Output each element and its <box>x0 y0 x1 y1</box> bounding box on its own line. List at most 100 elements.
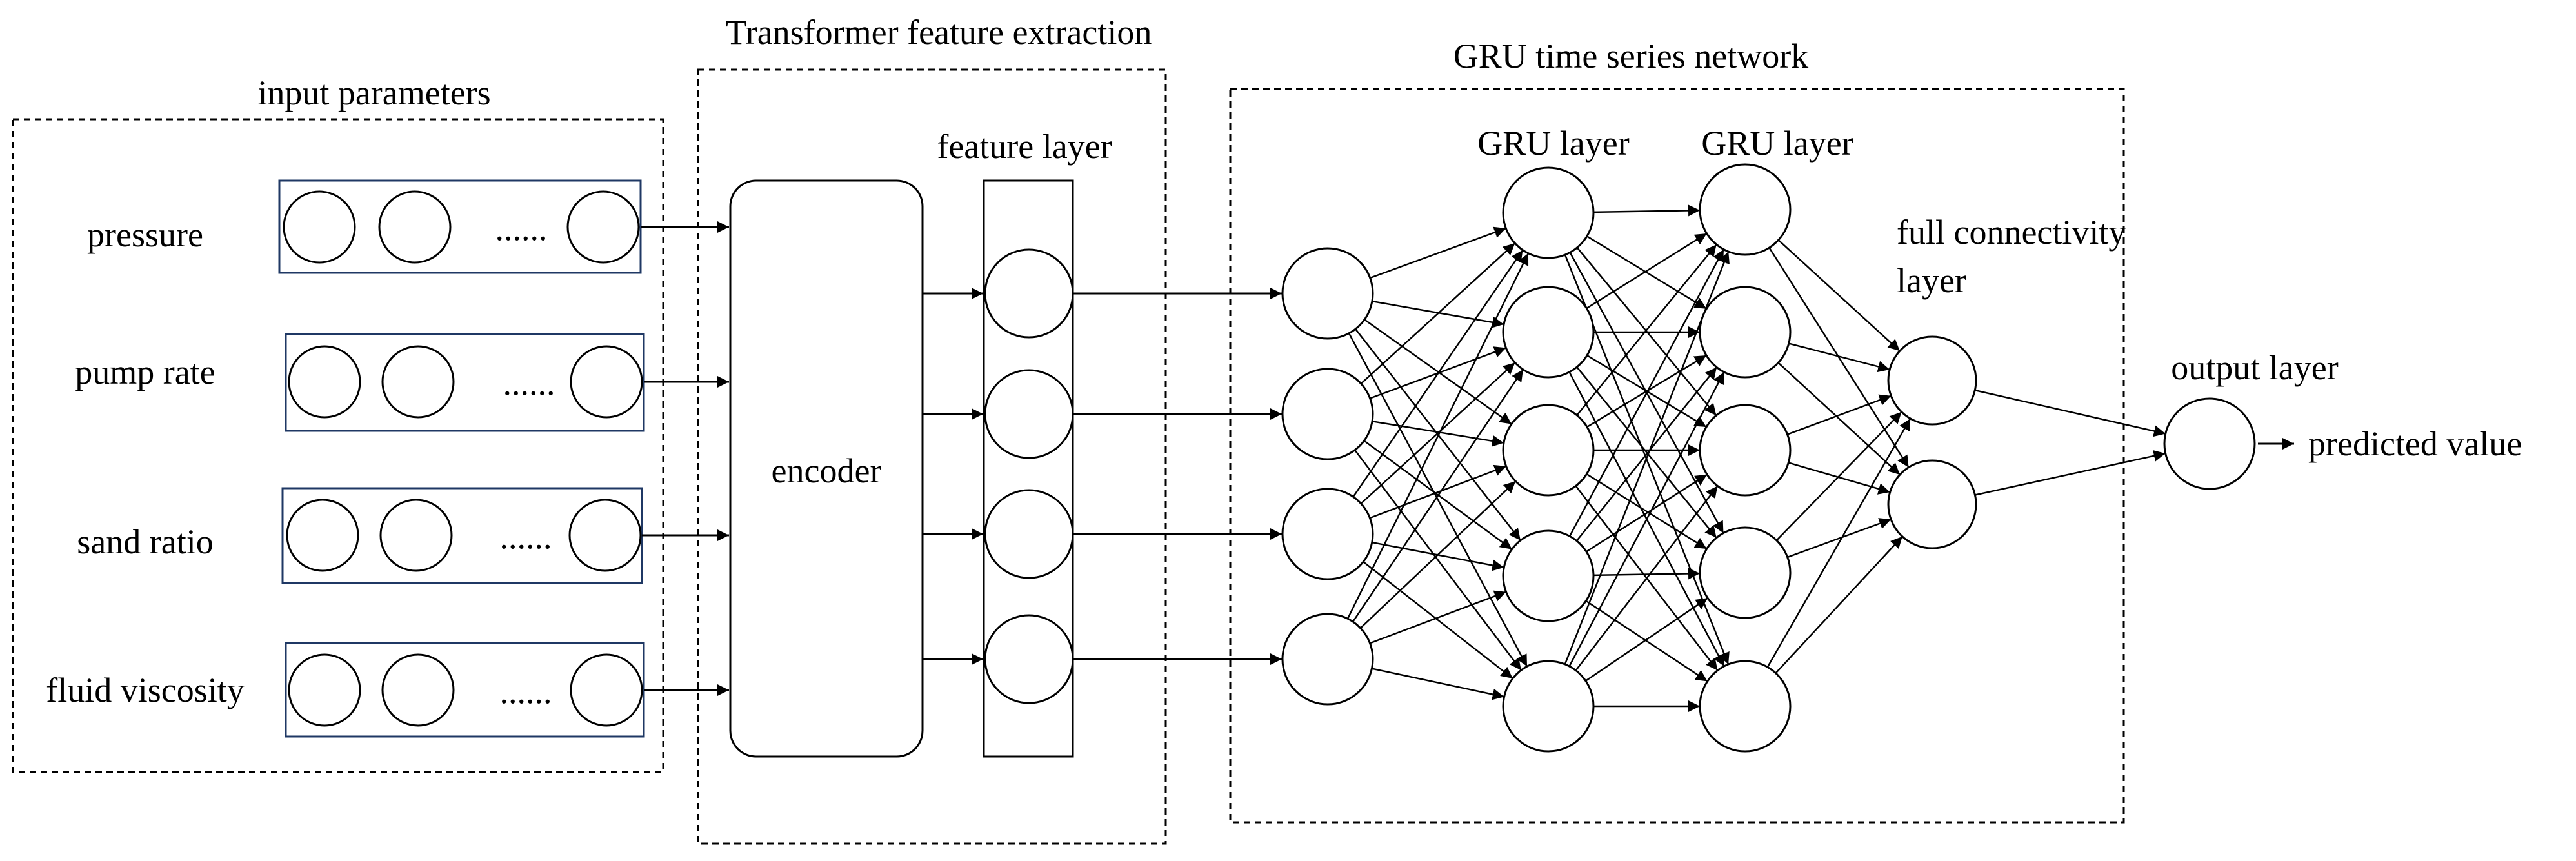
input-node <box>566 190 640 264</box>
input-row-sand-ratio: sand ratio ...... <box>77 487 643 584</box>
input-row-pressure: pressure ...... <box>87 179 642 274</box>
network-connection <box>1369 464 1507 519</box>
input-section-title: input parameters <box>257 74 490 112</box>
network-connection <box>1576 244 1717 416</box>
output-layer-label: output layer <box>2171 348 2338 387</box>
gru-input-node <box>1281 613 1374 706</box>
input-node <box>570 345 643 419</box>
network-connection <box>1788 462 1891 495</box>
network-connection <box>1593 204 1701 217</box>
input-label-pump-rate: pump rate <box>75 353 215 391</box>
network-connection <box>1975 450 2166 496</box>
gru-layer2-node <box>1699 286 1792 379</box>
input-node <box>381 345 455 419</box>
input-node <box>379 499 453 572</box>
input-node <box>283 190 356 264</box>
network-connection <box>1586 232 1708 310</box>
encoder-label: encoder <box>772 451 882 490</box>
output-node <box>2163 397 2256 490</box>
input-node <box>288 345 361 419</box>
network-connection <box>1354 450 1522 671</box>
input-row-pump-rate: pump rate ...... <box>75 333 645 432</box>
network-connection <box>1575 366 1718 542</box>
network-connection <box>1370 590 1506 644</box>
network-connection <box>1346 253 1530 619</box>
input-node <box>568 499 642 572</box>
encoder-block <box>729 179 924 758</box>
gru-section-frame <box>1229 88 2125 824</box>
network-connection <box>1360 362 1516 504</box>
network-connection <box>1788 342 1890 373</box>
network-connection <box>1372 668 1504 700</box>
fc-node <box>1887 459 1977 549</box>
fc-layer-label-line2: layer <box>1897 261 1966 300</box>
network-connection <box>1775 411 1902 541</box>
transformer-section-title: Transformer feature extraction <box>726 13 1152 52</box>
input-ellipsis: ...... <box>495 209 548 248</box>
network-connection <box>1575 485 1719 671</box>
gru-input-node <box>1281 247 1374 340</box>
network-connection <box>1787 518 1892 559</box>
network-connection <box>1359 480 1517 629</box>
gru-input-node <box>1281 488 1374 580</box>
input-ellipsis: ...... <box>503 364 555 402</box>
network-connection <box>1766 418 1912 668</box>
network-connection <box>1576 366 1717 539</box>
gru-section-title: GRU time series network <box>1453 37 1808 75</box>
network-connections <box>1346 204 2166 712</box>
input-section-frame <box>12 118 664 773</box>
input-label-sand-ratio: sand ratio <box>77 522 213 561</box>
network-connection <box>1348 333 1528 667</box>
input-node <box>286 499 359 572</box>
input-node <box>378 190 452 264</box>
network-connection <box>1370 226 1506 279</box>
network-connection <box>1352 249 1524 498</box>
fc-node <box>1887 335 1977 426</box>
input-node <box>381 653 455 727</box>
input-ellipsis: ...... <box>500 517 552 556</box>
network-connection <box>1360 242 1516 384</box>
gru-layer2-node <box>1699 404 1792 497</box>
feature-node <box>984 614 1074 704</box>
gru-layer1-label: GRU layer <box>1477 124 1629 163</box>
network-connection <box>1777 362 1901 475</box>
network-connection <box>1586 235 1707 310</box>
network-connection <box>1569 249 1724 537</box>
gru-layer1-node <box>1502 286 1595 379</box>
network-connection <box>1768 247 1910 468</box>
input-label-fluid-viscosity: fluid viscosity <box>46 671 245 709</box>
predicted-value-label: predicted value <box>2308 424 2522 463</box>
input-row-fluid-viscosity: fluid viscosity ...... <box>46 642 645 738</box>
gru-layer2-node <box>1699 526 1792 619</box>
network-connection <box>1777 239 1901 352</box>
network-connection <box>1585 597 1708 682</box>
feature-node <box>984 248 1074 339</box>
network-connection <box>1364 319 1512 425</box>
encoder-to-feature-arrows <box>923 288 983 665</box>
gru-layer2-node <box>1699 660 1792 753</box>
input-label-pressure: pressure <box>87 215 203 254</box>
network-connection <box>1593 568 1701 580</box>
network-connection <box>1775 536 1903 674</box>
network-connection <box>1787 394 1892 435</box>
input-node <box>570 653 643 727</box>
feature-to-gru-arrows <box>1073 288 1282 665</box>
network-connection <box>1585 600 1708 682</box>
input-to-encoder-arrows <box>641 221 729 696</box>
gru-layer1-node <box>1502 529 1595 622</box>
gru-layer2-label: GRU layer <box>1701 124 1853 163</box>
input-node <box>288 653 361 727</box>
network-connection <box>1975 389 2166 437</box>
network-connection <box>1586 473 1708 550</box>
gru-layer1-node <box>1502 166 1595 259</box>
network-nodes <box>1281 163 2256 753</box>
transformer-section-frame <box>697 68 1167 845</box>
gru-layer1-node <box>1502 404 1595 497</box>
feature-node <box>984 369 1074 459</box>
gru-layer1-node <box>1502 660 1595 753</box>
feature-layer-label: feature layer <box>937 127 1112 166</box>
fc-layer-label-line1: full connectivity <box>1897 213 2126 252</box>
feature-layer-box <box>983 179 1074 758</box>
network-connection <box>1363 561 1513 679</box>
gru-input-node <box>1281 368 1374 460</box>
